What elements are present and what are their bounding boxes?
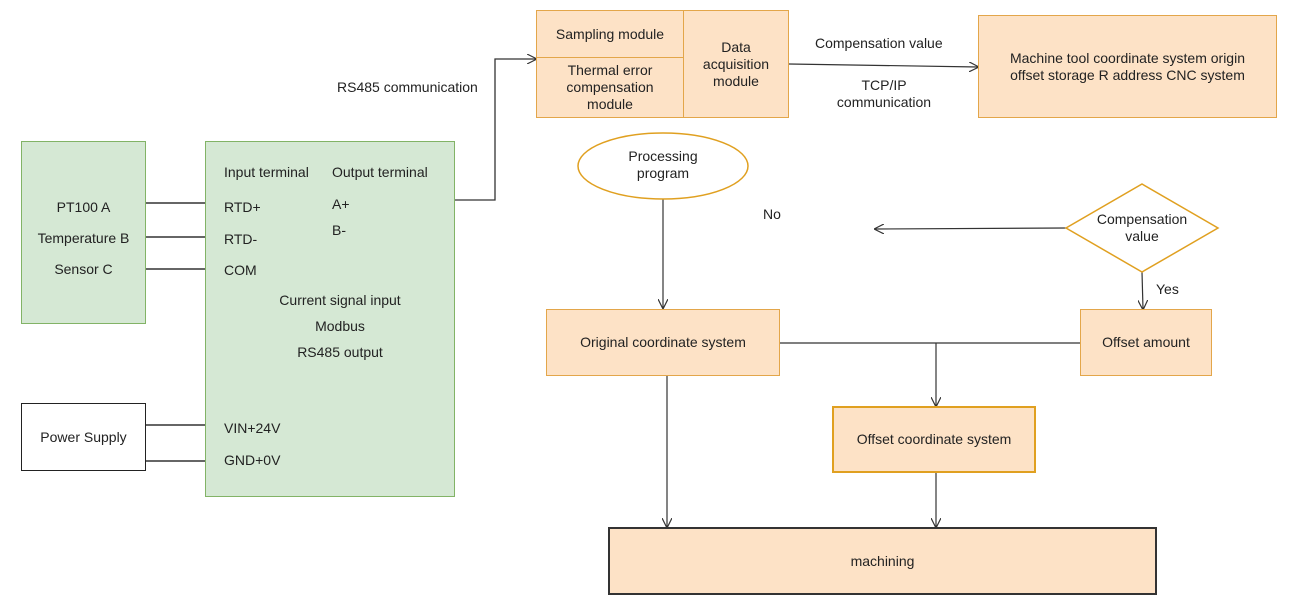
processing-program-label: Processing program xyxy=(588,140,738,190)
thermal-compensation-module-box: Thermal error compensation module xyxy=(536,57,684,118)
decision-line2: value xyxy=(1125,228,1159,244)
original-coordinate-label: Original coordinate system xyxy=(580,334,746,350)
vin-terminal: VIN+24V xyxy=(224,420,281,436)
sampling-module-box: Sampling module xyxy=(536,10,684,58)
sensor-line2: Temperature B xyxy=(37,230,130,246)
offset-amount-label: Offset amount xyxy=(1102,334,1190,350)
processing-line1: Processing xyxy=(628,148,698,164)
compensation-decision-label: Compensation value xyxy=(1082,206,1202,250)
data-acq-line3: module xyxy=(713,72,759,89)
b-minus-terminal: B- xyxy=(332,222,346,238)
offset-coordinate-label: Offset coordinate system xyxy=(856,431,1012,447)
offset-coordinate-system-box: Offset coordinate system xyxy=(832,406,1036,473)
cnc-line1: Machine tool coordinate system origin xyxy=(1009,49,1245,66)
sensor-box: PT100 A Temperature B Sensor C xyxy=(21,141,146,324)
sampling-module-label: Sampling module xyxy=(555,25,665,42)
cnc-system-box: Machine tool coordinate system origin of… xyxy=(978,15,1277,118)
transmitter-desc-line1: Current signal input xyxy=(279,292,401,308)
a-plus-terminal: A+ xyxy=(332,196,350,212)
output-terminal-label: Output terminal xyxy=(332,164,428,180)
transmitter-description: Current signal input Modbus RS485 output xyxy=(240,292,440,370)
tcp-ip-line2: communication xyxy=(836,94,932,110)
input-terminal-label: Input terminal xyxy=(224,164,309,180)
sensor-line3: Sensor C xyxy=(54,261,113,277)
offset-amount-box: Offset amount xyxy=(1080,309,1212,376)
sensor-line1: PT100 A xyxy=(56,199,111,215)
thermal-line2: compensation xyxy=(566,79,654,95)
yes-branch-arrow xyxy=(1142,271,1143,309)
data-acq-line1: Data xyxy=(721,38,751,55)
rs485-label: RS485 communication xyxy=(337,79,478,95)
machining-label: machining xyxy=(850,552,915,569)
compensation-value-label: Compensation value xyxy=(815,35,943,51)
processing-program-ellipse xyxy=(577,132,749,200)
data-acq-line2: acquisition xyxy=(702,55,770,72)
rtd-minus-terminal: RTD- xyxy=(224,231,258,247)
no-branch-arrow xyxy=(875,228,1067,229)
processing-line2: program xyxy=(636,165,690,181)
transmitter-box xyxy=(205,141,455,497)
no-label: No xyxy=(763,206,781,222)
decision-line1: Compensation xyxy=(1096,211,1188,227)
tcp-connector xyxy=(788,64,978,67)
compensation-decision-diamond xyxy=(1064,183,1220,273)
transmitter-desc-line3: RS485 output xyxy=(297,344,383,360)
tcp-ip-line1: TCP/IP xyxy=(861,77,907,93)
yes-label: Yes xyxy=(1156,281,1179,297)
cnc-line2: offset storage R address CNC system xyxy=(1010,66,1245,83)
thermal-line1: Thermal error xyxy=(567,62,653,78)
power-supply-box: Power Supply xyxy=(21,403,146,471)
tcp-ip-label: TCP/IP communication xyxy=(820,76,948,112)
transmitter-desc-line2: Modbus xyxy=(315,318,365,334)
com-terminal: COM xyxy=(224,262,257,278)
data-acquisition-module-box: Data acquisition module xyxy=(683,10,789,118)
gnd-terminal: GND+0V xyxy=(224,452,281,468)
rtd-plus-terminal: RTD+ xyxy=(224,199,261,215)
original-coordinate-system-box: Original coordinate system xyxy=(546,309,780,376)
power-supply-label: Power Supply xyxy=(40,428,127,445)
rs485-connector xyxy=(455,59,536,201)
thermal-line3: module xyxy=(587,96,633,112)
machining-box: machining xyxy=(608,527,1157,595)
